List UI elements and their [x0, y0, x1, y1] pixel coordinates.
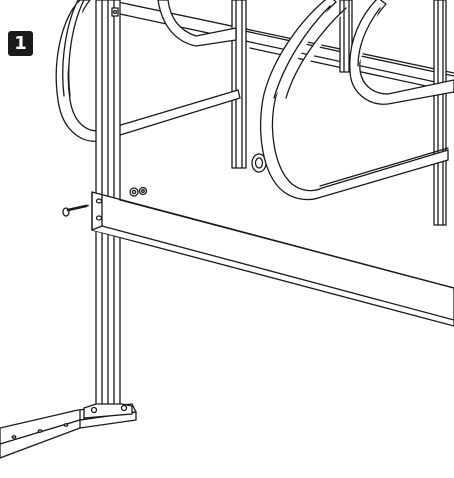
bike-hoop-1	[55, 0, 241, 142]
step-number-badge: 1	[8, 31, 33, 56]
bike-hoop-3	[259, 0, 449, 201]
bolt-icon	[62, 204, 89, 217]
bike-hoop-4	[349, 0, 454, 105]
bike-hoop-2	[157, 0, 237, 47]
front-beam	[91, 191, 454, 327]
back-vertical-post-3	[433, 0, 447, 226]
nut-icon	[129, 186, 148, 197]
post-base-plate	[83, 403, 133, 419]
back-vertical-post-1	[231, 0, 247, 169]
back-vertical-post-2	[339, 0, 353, 73]
beam-holes	[95, 198, 103, 221]
